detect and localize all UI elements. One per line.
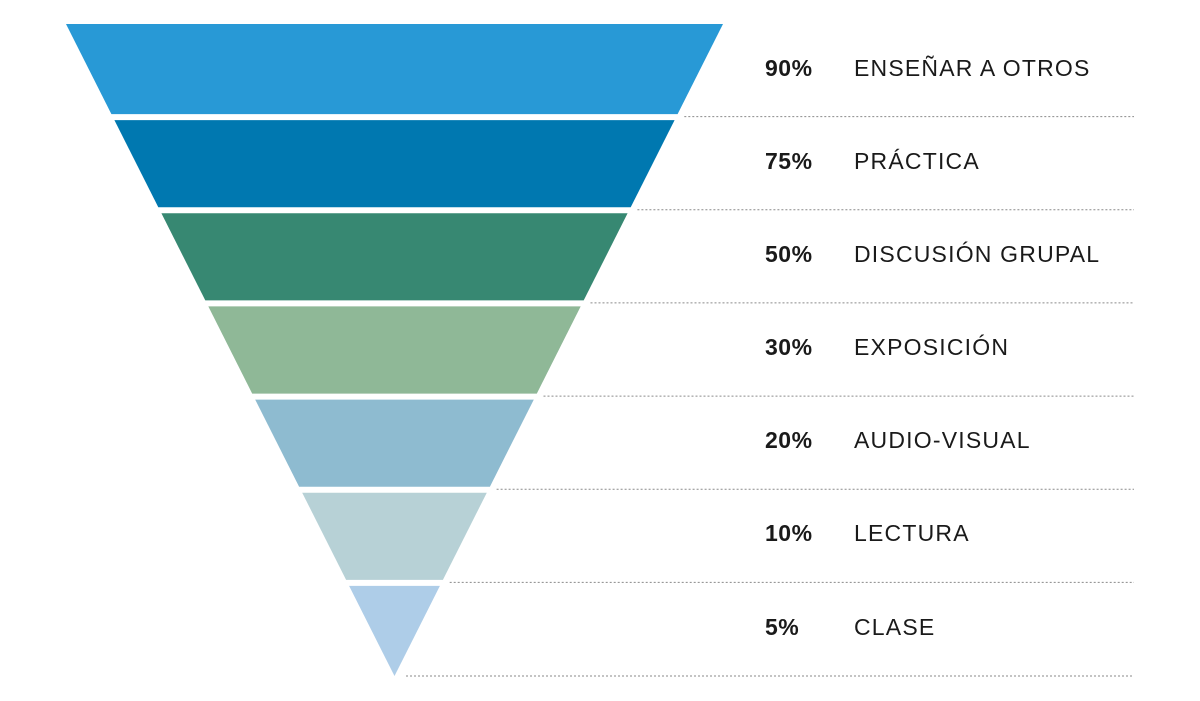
level-percent-5: 10% — [765, 520, 813, 547]
level-label-6: CLASE — [854, 613, 936, 640]
level-percent-6: 5% — [765, 613, 800, 640]
funnel-segment-2 — [161, 213, 628, 301]
level-label-4: AUDIO-VISUAL — [854, 427, 1031, 454]
level-percent-3: 30% — [765, 334, 813, 361]
level-percent-1: 75% — [765, 147, 813, 174]
level-percent-0: 90% — [765, 54, 813, 81]
funnel-segment-0 — [66, 24, 723, 115]
level-percent-2: 50% — [765, 240, 813, 267]
level-label-5: LECTURA — [854, 520, 970, 547]
funnel-segment-6 — [349, 585, 440, 676]
level-percent-4: 20% — [765, 427, 813, 454]
funnel-segment-3 — [208, 306, 581, 394]
funnel-segment-1 — [114, 120, 675, 208]
level-label-1: PRÁCTICA — [854, 147, 980, 174]
level-label-2: DISCUSIÓN GRUPAL — [854, 240, 1101, 267]
funnel-segment-5 — [302, 492, 487, 580]
level-label-3: EXPOSICIÓN — [854, 334, 1010, 361]
level-label-0: ENSEÑAR A OTROS — [854, 54, 1091, 81]
funnel-segment-4 — [255, 399, 534, 487]
